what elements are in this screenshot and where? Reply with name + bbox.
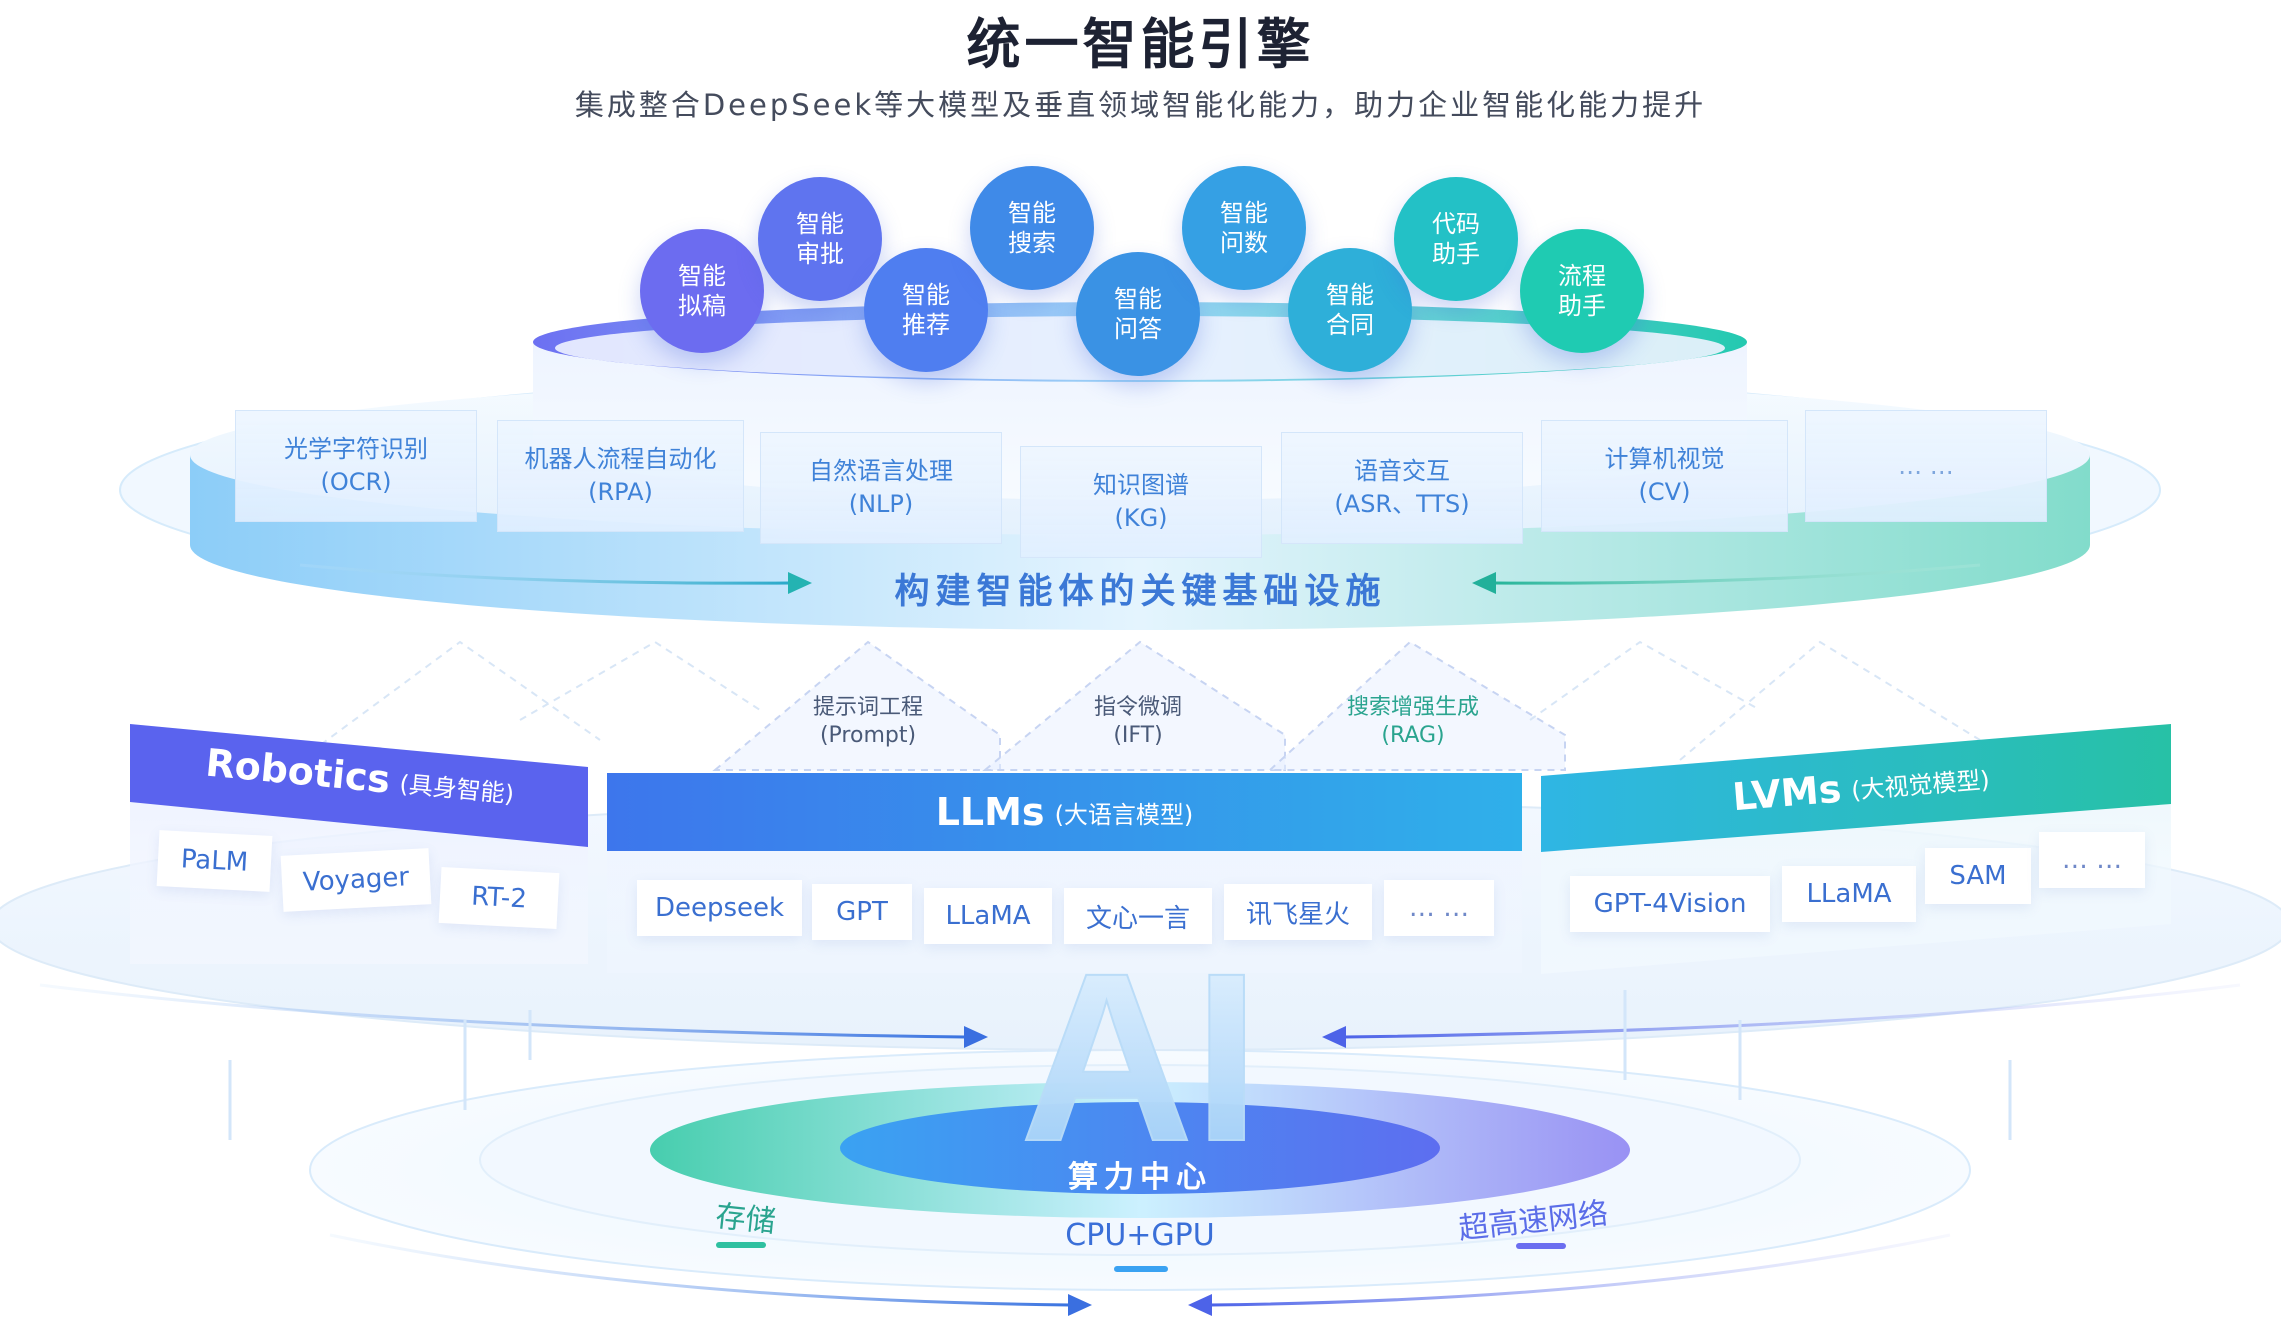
cpu-gpu-label: CPU+GPU bbox=[1065, 1218, 1215, 1253]
app-bubble-recommend[interactable]: 智能 推荐 bbox=[864, 248, 988, 372]
capability-more: … … bbox=[1805, 410, 2047, 522]
app-bubble-data-qa[interactable]: 智能 问数 bbox=[1182, 166, 1306, 290]
technique-ift: 指令微调 (IFT) bbox=[1093, 695, 1182, 748]
technique-rag: 搜索增强生成 (RAG) bbox=[1346, 695, 1479, 748]
robotics-model-voyager[interactable]: Voyager bbox=[280, 848, 432, 912]
lvms-subtitle: (大视觉模型) bbox=[1850, 765, 1991, 805]
app-bubble-approval[interactable]: 智能 审批 bbox=[758, 177, 882, 301]
lvms-model-gpt4vision[interactable]: GPT-4Vision bbox=[1570, 876, 1770, 932]
storage-bar bbox=[716, 1242, 766, 1248]
capability-rpa: 机器人流程自动化 (RPA) bbox=[497, 420, 744, 532]
capability-cv: 计算机视觉 (CV) bbox=[1541, 420, 1788, 532]
lvms-model-sam[interactable]: SAM bbox=[1925, 848, 2031, 904]
capability-kg: 知识图谱 (KG) bbox=[1020, 446, 1262, 558]
cpu-gpu-bar bbox=[1114, 1266, 1168, 1272]
llms-model-deepseek[interactable]: Deepseek bbox=[637, 880, 802, 936]
network-bar bbox=[1516, 1243, 1566, 1249]
capability-asr-tts: 语音交互 (ASR、TTS) bbox=[1281, 432, 1523, 544]
app-bubble-qa[interactable]: 智能 问答 bbox=[1076, 252, 1200, 376]
llms-model-more[interactable]: … … bbox=[1384, 880, 1494, 936]
llms-header: LLMs (大语言模型) bbox=[607, 773, 1522, 851]
robotics-subtitle: (具身智能) bbox=[398, 769, 516, 809]
compute-center-label: 算力中心 bbox=[1068, 1160, 1212, 1195]
lvms-model-more[interactable]: … … bbox=[2039, 832, 2145, 888]
llms-subtitle: (大语言模型) bbox=[1054, 800, 1194, 829]
page-title: 统一智能引擎 bbox=[966, 13, 1315, 76]
storage-label: 存储 bbox=[713, 1198, 778, 1241]
app-bubble-drafting[interactable]: 智能 拟稿 bbox=[640, 229, 764, 353]
llms-model-wenxin[interactable]: 文心一言 bbox=[1064, 888, 1212, 944]
robotics-title: Robotics bbox=[203, 740, 393, 802]
llms-title: LLMs bbox=[935, 790, 1045, 834]
llms-model-llama[interactable]: LLaMA bbox=[924, 888, 1052, 944]
capability-ocr: 光学字符识别 (OCR) bbox=[235, 410, 477, 522]
llms-model-xunfei[interactable]: 讯飞星火 bbox=[1224, 884, 1372, 940]
app-bubble-contract[interactable]: 智能 合同 bbox=[1288, 248, 1412, 372]
page-subtitle: 集成整合DeepSeek等大模型及垂直领域智能化能力，助力企业智能化能力提升 bbox=[574, 88, 1707, 122]
app-bubble-search[interactable]: 智能 搜索 bbox=[970, 166, 1094, 290]
robotics-model-rt2[interactable]: RT-2 bbox=[438, 866, 560, 930]
technique-prompt: 提示词工程 (Prompt) bbox=[812, 695, 923, 748]
app-bubble-code-assistant[interactable]: 代码 助手 bbox=[1394, 177, 1518, 301]
app-bubble-flow-assistant[interactable]: 流程 助手 bbox=[1520, 229, 1644, 353]
llms-model-gpt[interactable]: GPT bbox=[812, 884, 912, 940]
robotics-model-palm[interactable]: PaLM bbox=[156, 830, 273, 892]
capability-nlp: 自然语言处理 (NLP) bbox=[760, 432, 1002, 544]
lvms-title: LVMs bbox=[1730, 766, 1843, 820]
infrastructure-label: 构建智能体的关键基础设施 bbox=[894, 572, 1387, 612]
lvms-model-llama[interactable]: LLaMA bbox=[1782, 866, 1916, 922]
